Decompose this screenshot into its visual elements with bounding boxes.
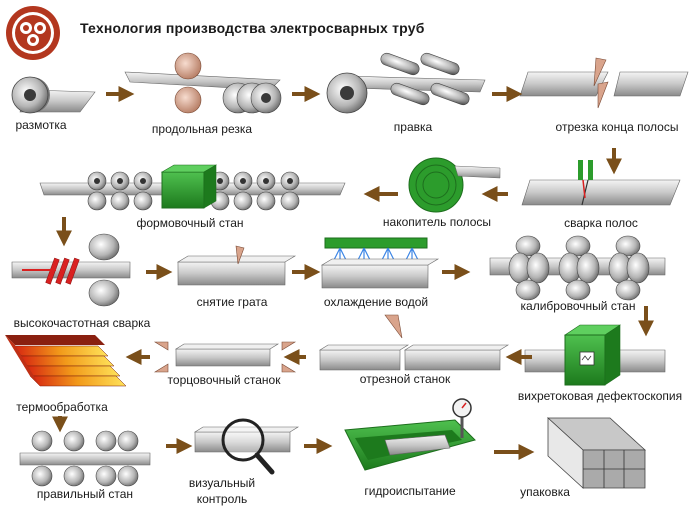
deburring-graphic bbox=[176, 245, 297, 286]
packing-graphic bbox=[546, 417, 647, 489]
strip-welding-graphic bbox=[521, 160, 681, 206]
label-visual-inspection-line2: контроль bbox=[196, 492, 248, 506]
label-strip-end-cutting: отрезка конца полосы bbox=[555, 120, 679, 134]
label-eddy-current-testing: вихретоковая дефектоскопия bbox=[517, 389, 683, 403]
three-circles-logo bbox=[6, 6, 60, 60]
strip-accumulator-graphic bbox=[408, 157, 501, 213]
label-deburring: снятие грата bbox=[196, 295, 268, 309]
label-forming-mill: формовочный стан bbox=[136, 216, 244, 230]
forming-mill-graphic bbox=[39, 164, 346, 211]
label-hf-welding: высокочастотная сварка bbox=[13, 316, 151, 330]
page-title: Технология производства электросварных т… bbox=[80, 20, 425, 36]
label-hydrotest: гидроиспытание bbox=[364, 484, 456, 498]
label-straightening-mill: правильный стан bbox=[36, 487, 134, 501]
sizing-mill-graphic bbox=[489, 235, 666, 301]
slitting-graphic bbox=[124, 52, 282, 114]
label-straightening: правка bbox=[393, 120, 433, 134]
unwinding-coil-graphic bbox=[11, 76, 96, 114]
hydrotest-graphic bbox=[344, 398, 476, 471]
straightening-mill-graphic bbox=[19, 430, 151, 487]
hf-welding-graphic bbox=[11, 233, 131, 307]
end-facing-machine-graphic bbox=[153, 341, 297, 373]
label-cutoff-machine: отрезной станок bbox=[359, 372, 451, 386]
label-unwinding: размотка bbox=[15, 118, 67, 132]
label-packing: упаковка bbox=[520, 485, 570, 499]
eddy-current-testing-graphic bbox=[524, 324, 666, 386]
label-strip-accumulator: накопитель полосы bbox=[382, 215, 492, 229]
visual-inspection-graphic bbox=[193, 418, 300, 475]
label-end-facing-machine: торцовочный станок bbox=[167, 373, 281, 387]
heat-treatment-graphic bbox=[5, 335, 127, 387]
cutoff-machine-graphic bbox=[318, 314, 510, 371]
straightening-graphic bbox=[326, 52, 486, 114]
label-slitting: продольная резка bbox=[151, 122, 253, 136]
label-sizing-mill: калибровочный стан bbox=[520, 299, 636, 313]
label-strip-welding: сварка полос bbox=[564, 216, 638, 230]
label-visual-inspection-line1: визуальный bbox=[188, 476, 256, 490]
label-water-cooling: охлаждение водой bbox=[323, 295, 429, 309]
water-cooling-graphic bbox=[320, 237, 440, 289]
flow-arrows bbox=[52, 86, 654, 460]
strip-end-cutting-graphic bbox=[519, 57, 689, 109]
label-heat-treatment: термообработка bbox=[16, 400, 108, 414]
